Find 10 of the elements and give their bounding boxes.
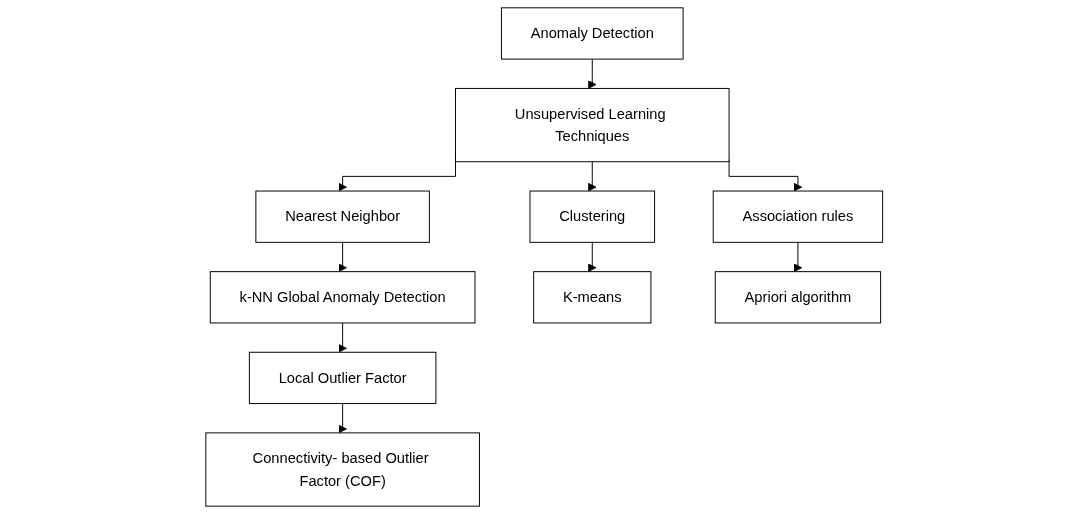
- node-box: Clustering: [529, 190, 656, 243]
- node-box: Connectivity- based Outlier Factor (COF): [205, 432, 481, 507]
- node-box: K-means: [533, 271, 652, 324]
- node-box: k-NN Global Anomaly Detection: [210, 271, 476, 324]
- node-box: Apriori algorithm: [715, 271, 882, 324]
- node-box: Unsupervised Learning Techniques: [455, 87, 730, 163]
- node-box: Nearest Neighbor: [255, 190, 431, 243]
- node-box: Association rules: [713, 190, 884, 243]
- node-box: Local Outlier Factor: [249, 351, 437, 405]
- node-box: Anomaly Detection: [501, 7, 684, 60]
